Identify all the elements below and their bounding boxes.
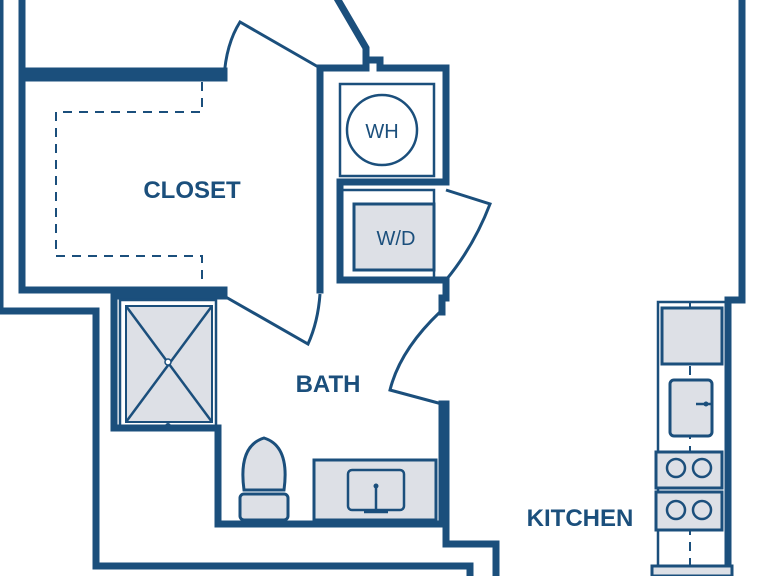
doors <box>222 19 492 406</box>
washer-dryer <box>352 202 436 272</box>
bath-door <box>223 293 322 347</box>
water-heater-closet <box>338 82 436 178</box>
angled-top-wall <box>333 0 370 64</box>
washer-dryer-label: W/D <box>377 228 416 250</box>
toilet <box>238 436 290 522</box>
closet-shelf-outline <box>55 82 203 282</box>
left-outer-wall <box>0 0 474 576</box>
bath-side-door <box>388 310 443 406</box>
laundry-door <box>444 188 492 281</box>
right-outer-wall <box>724 0 746 576</box>
closet-outer-wall <box>18 74 228 300</box>
refrigerator <box>660 306 724 366</box>
closet-label: CLOSET <box>143 177 241 204</box>
hall-right-wall <box>442 400 500 576</box>
water-heater-label: WH <box>365 121 398 143</box>
dishwasher <box>650 564 734 576</box>
shower <box>118 298 218 429</box>
kitchen-sink <box>668 378 714 438</box>
bath-wall <box>110 292 446 528</box>
upper-room-wall <box>18 0 228 82</box>
kitchen-counter <box>650 300 734 576</box>
closet-door <box>222 19 321 79</box>
bath-vanity <box>312 458 438 522</box>
cooktop-upper <box>654 450 724 490</box>
bath-label: BATH <box>296 371 361 398</box>
water-heater <box>345 93 419 167</box>
kitchen-label: KITCHEN <box>527 505 634 532</box>
walls <box>0 0 746 576</box>
